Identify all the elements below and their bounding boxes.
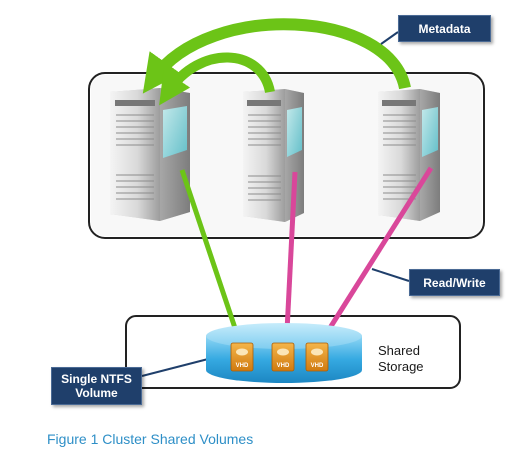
vhd-icon-1: VHD [230,342,254,372]
metadata-arrow-outer [142,18,411,94]
figure-caption: Figure 1 Cluster Shared Volumes [47,431,254,447]
vhd-label-1: VHD [236,363,249,369]
single-ntfs-volume-callout: Single NTFS Volume [51,367,142,405]
metadata-pointer [380,31,399,45]
read-write-callout: Read/Write [409,269,500,296]
metadata-callout: Metadata [398,15,491,42]
read-write-line-node-1 [179,169,239,332]
vhd-icon-2: VHD [271,342,295,372]
metadata-arrow-inner [159,52,275,106]
vhd-label-3: VHD [311,363,324,369]
vhd-icon-3: VHD [305,342,329,372]
vhd-label-2: VHD [277,363,290,369]
ntfs-pointer [141,357,213,377]
server-3-icon [378,89,440,221]
server-1-icon [110,88,190,221]
server-2-icon [243,89,304,222]
read-write-pointer [371,268,410,282]
shared-storage-label: Shared Storage [378,343,424,374]
read-write-line-node-2 [284,171,298,332]
read-write-line-node-3 [325,166,434,333]
